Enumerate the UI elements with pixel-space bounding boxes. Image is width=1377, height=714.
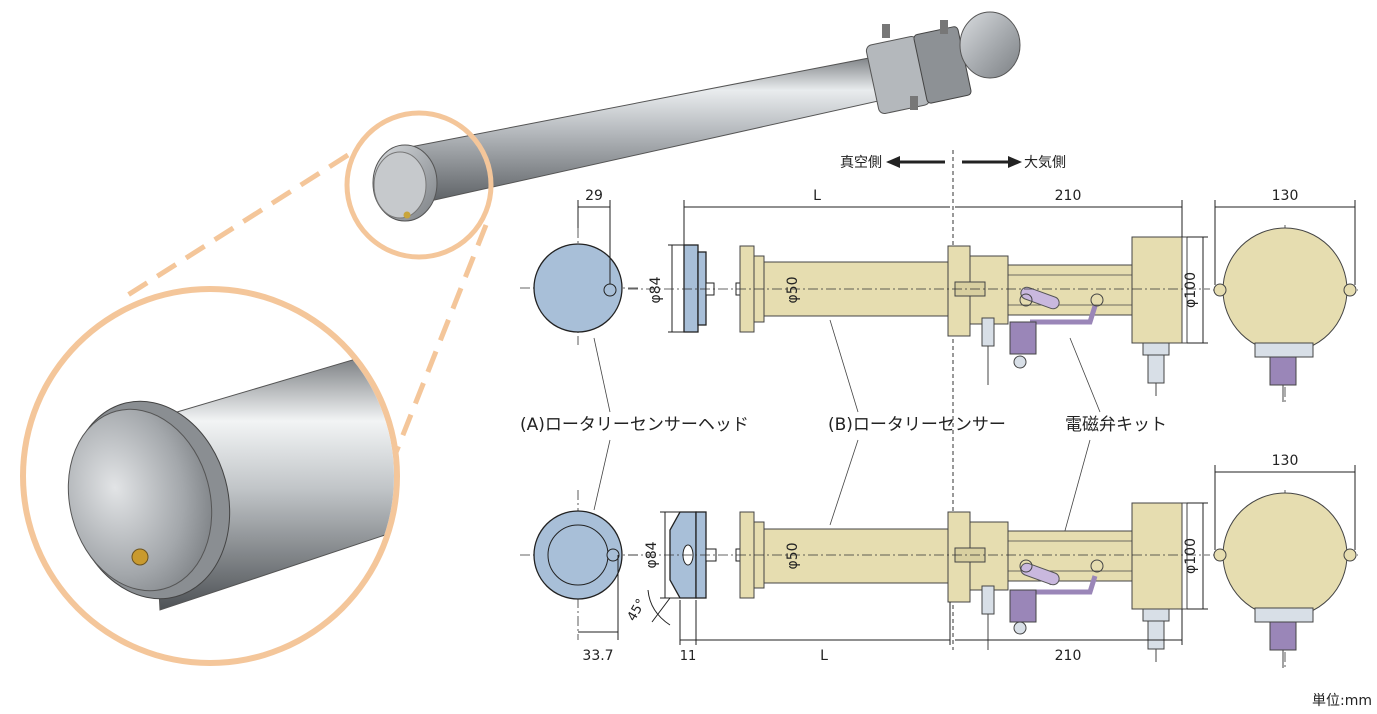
dim-shaft-dia-top: φ50 xyxy=(785,276,801,303)
head-label: (A)ロータリーセンサーヘッド xyxy=(520,415,749,435)
zoom-line-upper xyxy=(118,152,350,303)
zoom-line-lower xyxy=(392,224,489,456)
drawing-bottom: 33.7 φ84 45° 11 φ50 xyxy=(520,453,1358,670)
highlight-ring-small xyxy=(344,110,494,260)
part-labels: (A)ロータリーセンサーヘッド (B)ロータリーセンサー 電磁弁キット xyxy=(520,319,1167,586)
dim-gap: 11 xyxy=(680,649,697,664)
dim-shaft-dia-bottom: φ50 xyxy=(785,542,801,569)
dim-width-bottom: 130 xyxy=(1272,453,1299,469)
dim-atm-length-top: 210 xyxy=(1055,188,1082,204)
dim-atm-length-bottom: 210 xyxy=(1055,648,1082,664)
dim-length-bottom: L xyxy=(820,648,828,664)
dim-head-offset: 29 xyxy=(585,188,603,204)
dim-length-top: L xyxy=(813,188,821,204)
vacuum-side-label: 真空側 xyxy=(840,155,882,171)
sensor-label: (B)ロータリーセンサー xyxy=(828,415,1006,435)
dim-width-top: 130 xyxy=(1272,188,1299,204)
atmosphere-side-label: 大気側 xyxy=(1024,155,1066,171)
unit-label: 単位:mm xyxy=(1312,693,1372,709)
dim-head-dia-top: φ84 xyxy=(648,276,664,303)
dim-angle: 45° xyxy=(625,597,650,624)
rod-photo xyxy=(372,11,1021,222)
dim-box-dia-bottom: φ100 xyxy=(1183,538,1199,574)
dim-head-depth: 33.7 xyxy=(582,648,613,664)
drawing-top: 29 φ84 φ50 xyxy=(520,188,1358,405)
valve-label: 電磁弁キット xyxy=(1065,415,1167,435)
zoom-detail xyxy=(20,286,400,666)
dim-box-dia-top: φ100 xyxy=(1183,272,1199,308)
